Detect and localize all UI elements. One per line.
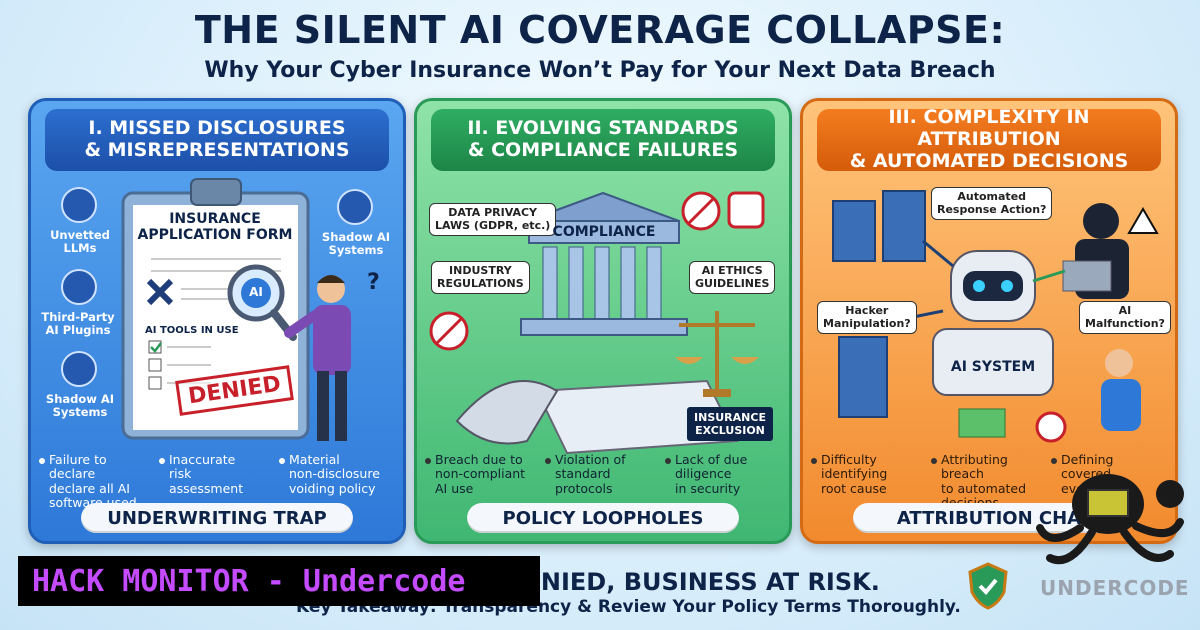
bullet: Inaccurate risk assessment: [159, 452, 275, 511]
bullet: Failure to declare declare all AI softwa…: [39, 452, 155, 511]
panel-attribution: III. COMPLEXITY IN ATTRIBUTION & AUTOMAT…: [800, 98, 1178, 544]
icon-label-third-party-plugins: Third-Party AI Plugins: [41, 310, 115, 338]
octopus-mascot-icon: [1036, 474, 1184, 565]
label-data-privacy-laws: DATA PRIVACY LAWS (GDPR, etc.): [429, 203, 557, 237]
label-industry-regulations: INDUSTRY REGULATIONS: [431, 261, 530, 295]
icon-label-shadow-ai-right: Shadow AI Systems: [321, 230, 391, 258]
panel-3-illustration: [832, 190, 1159, 443]
bullet: Violation of standard protocols: [545, 452, 661, 496]
label-automated-response: Automated Response Action?: [931, 187, 1053, 221]
hack-monitor-watermark: HACK MONITOR - Undercode: [18, 556, 540, 606]
bullet: Material non-disclosure voiding policy: [279, 452, 395, 511]
compliance-sign: COMPLIANCE: [552, 224, 656, 240]
ai-system-label: AI SYSTEM: [950, 359, 1036, 375]
page-title: THE SILENT AI COVERAGE COLLAPSE:: [194, 8, 1006, 52]
panel-2-bullets: Breach due to non-compliant AI use Viola…: [425, 452, 781, 496]
form-title: INSURANCE APPLICATION FORM: [137, 211, 293, 244]
panel-2-footer: POLICY LOOPHOLES: [467, 503, 739, 533]
panel-1-heading: I. MISSED DISCLOSURES & MISREPRESENTATIO…: [45, 109, 389, 171]
panel-1-illustration: ?: [61, 178, 380, 441]
panel-3-heading: III. COMPLEXITY IN ATTRIBUTION & AUTOMAT…: [817, 106, 1161, 172]
panel-disclosures: ? I. MISSED DISCLOSURES & MISREPRESENTAT…: [28, 98, 406, 544]
label-ai-malfunction: AI Malfunction?: [1079, 301, 1171, 335]
label-hacker-manipulation: Hacker Manipulation?: [817, 301, 917, 335]
panel-2-heading: II. EVOLVING STANDARDS & COMPLIANCE FAIL…: [431, 109, 775, 171]
icon-label-shadow-ai-left: Shadow AI Systems: [45, 392, 115, 420]
shield-icon: [968, 562, 1008, 610]
icon-label-unvetted-llms: Unvetted LLMs: [50, 228, 110, 256]
bullet: Attributing breach to automated decision…: [931, 452, 1047, 511]
panel-compliance: II. EVOLVING STANDARDS & COMPLIANCE FAIL…: [414, 98, 792, 544]
bullet: Breach due to non-compliant AI use: [425, 452, 541, 496]
magnifier-ai-label: AI: [249, 285, 263, 299]
insurance-exclusion-sign: INSURANCE EXCLUSION: [687, 407, 773, 442]
panel-1-footer: UNDERWRITING TRAP: [81, 503, 353, 533]
page-subtitle: Why Your Cyber Insurance Won’t Pay for Y…: [204, 58, 996, 83]
undercode-logo: UNDERCODE: [1040, 576, 1190, 600]
label-ai-ethics-guidelines: AI ETHICS GUIDELINES: [689, 261, 776, 295]
bullet: Lack of due diligence in security: [665, 452, 781, 496]
bullet: Difficulty identifying root cause: [811, 452, 927, 511]
svg-text:?: ?: [367, 270, 380, 295]
form-section-label: AI TOOLS IN USE: [145, 325, 239, 336]
panel-1-bullets: Failure to declare declare all AI softwa…: [39, 452, 395, 511]
